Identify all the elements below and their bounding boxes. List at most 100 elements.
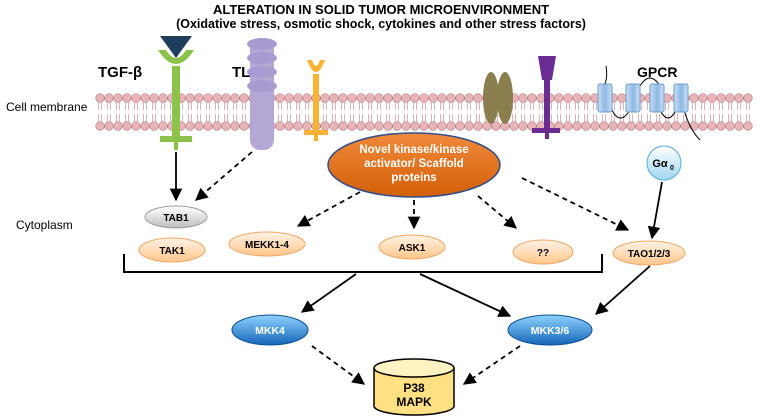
lipid-tail xyxy=(467,114,471,122)
lipid-head xyxy=(446,93,456,103)
lipid-head xyxy=(140,93,150,103)
lipid-tail xyxy=(386,102,390,110)
ask1-label: ASK1 xyxy=(399,243,426,254)
lipid-tail xyxy=(134,114,138,122)
lipid-head xyxy=(689,93,699,103)
lipid-head xyxy=(572,93,582,103)
lipid-head xyxy=(437,121,447,131)
lipid-head xyxy=(95,121,105,131)
lipid-tail xyxy=(566,102,570,110)
lipid-tail xyxy=(98,102,102,110)
novel-kinase-node: Novel kinase/kinase activator/ Scaffold … xyxy=(327,132,501,198)
lipid-head xyxy=(293,121,303,131)
lipid-tail xyxy=(233,114,237,122)
lipid-tail xyxy=(305,102,309,110)
lipid-head xyxy=(626,121,636,131)
lipid-head xyxy=(743,121,753,131)
lipid-tail xyxy=(188,102,192,110)
lipid-head xyxy=(230,121,240,131)
lipid-tail xyxy=(125,102,129,110)
lipid-tail xyxy=(323,102,327,110)
lipid-head xyxy=(653,121,663,131)
lipid-head xyxy=(581,121,591,131)
purple-receptor xyxy=(532,56,560,139)
arrow-novel-to-tao xyxy=(521,177,630,231)
lipid-head xyxy=(347,121,357,131)
lipid-head xyxy=(383,93,393,103)
lipid-tail xyxy=(395,102,399,110)
lipid-head xyxy=(221,93,231,103)
lipid-tail xyxy=(575,114,579,122)
lipid-head xyxy=(743,93,753,103)
lipid-head xyxy=(491,121,501,131)
lipid-tail xyxy=(350,102,354,110)
lipid-head xyxy=(338,93,348,103)
lipid-tail xyxy=(440,102,444,110)
arrow-mkk36-to-p38 xyxy=(462,345,521,385)
lipid-head xyxy=(275,93,285,103)
lipid-tail xyxy=(377,114,381,122)
lipid-tail xyxy=(197,114,201,122)
lipid-head xyxy=(581,93,591,103)
mekk-label: MEKK1-4 xyxy=(245,240,289,251)
lipid-tail xyxy=(143,102,147,110)
yellow-receptor xyxy=(304,60,328,141)
lipid-head xyxy=(518,93,528,103)
tlr-receptor xyxy=(247,38,277,150)
lipid-tail xyxy=(215,102,219,110)
lipid-tail xyxy=(197,102,201,110)
lipid-head xyxy=(185,121,195,131)
lipid-tail xyxy=(728,102,732,110)
unknown-kinase-label: ?? xyxy=(537,248,549,259)
lipid-head xyxy=(428,93,438,103)
lipid-tail xyxy=(458,102,462,110)
lipid-tail xyxy=(287,114,291,122)
lipid-head xyxy=(428,121,438,131)
lipid-tail xyxy=(512,114,516,122)
tgf-beta-receptor xyxy=(158,50,194,150)
lipid-tail xyxy=(161,102,165,110)
lipid-head xyxy=(617,121,627,131)
lipid-head xyxy=(419,93,429,103)
lipid-head xyxy=(635,121,645,131)
lipid-head xyxy=(662,121,672,131)
lipid-head xyxy=(239,121,249,131)
lipid-head xyxy=(131,93,141,103)
lipid-tail xyxy=(656,114,660,122)
page-title: ALTERATION IN SOLID TUMOR MICROENVIRONME… xyxy=(212,2,550,17)
lipid-tail xyxy=(224,114,228,122)
lipid-head xyxy=(284,121,294,131)
lipid-tail xyxy=(242,102,246,110)
lipid-head xyxy=(356,93,366,103)
mekk-node: MEKK1-4 xyxy=(228,231,306,257)
lipid-head xyxy=(392,93,402,103)
arrow-tlr-to-tab1 xyxy=(195,151,253,201)
lipid-head xyxy=(230,93,240,103)
lipid-head xyxy=(716,121,726,131)
p38-mapk-node: P38 MAPK xyxy=(373,358,455,416)
gpcr-label: GPCR xyxy=(637,64,678,80)
lipid-head xyxy=(212,121,222,131)
lipid-tail xyxy=(449,102,453,110)
lipid-tail xyxy=(278,114,282,122)
lipid-tail xyxy=(557,114,561,122)
tab1-label: TAB1 xyxy=(163,213,189,224)
lipid-head xyxy=(455,121,465,131)
lipid-head xyxy=(194,93,204,103)
g-alpha-label: Gα xyxy=(652,158,668,170)
lipid-tail xyxy=(719,102,723,110)
lipid-tail xyxy=(629,114,633,122)
lipid-tail xyxy=(242,114,246,122)
lipid-head xyxy=(734,121,744,131)
tgf-beta-label: TGF-β xyxy=(98,64,143,81)
lipid-head xyxy=(113,121,123,131)
lipid-head xyxy=(455,93,465,103)
lipid-tail xyxy=(296,114,300,122)
lipid-tail xyxy=(746,102,750,110)
lipid-tail xyxy=(161,114,165,122)
lipid-head xyxy=(122,121,132,131)
lipid-head xyxy=(473,121,483,131)
lipid-tail xyxy=(359,114,363,122)
lipid-tail xyxy=(287,102,291,110)
lipid-head xyxy=(284,93,294,103)
